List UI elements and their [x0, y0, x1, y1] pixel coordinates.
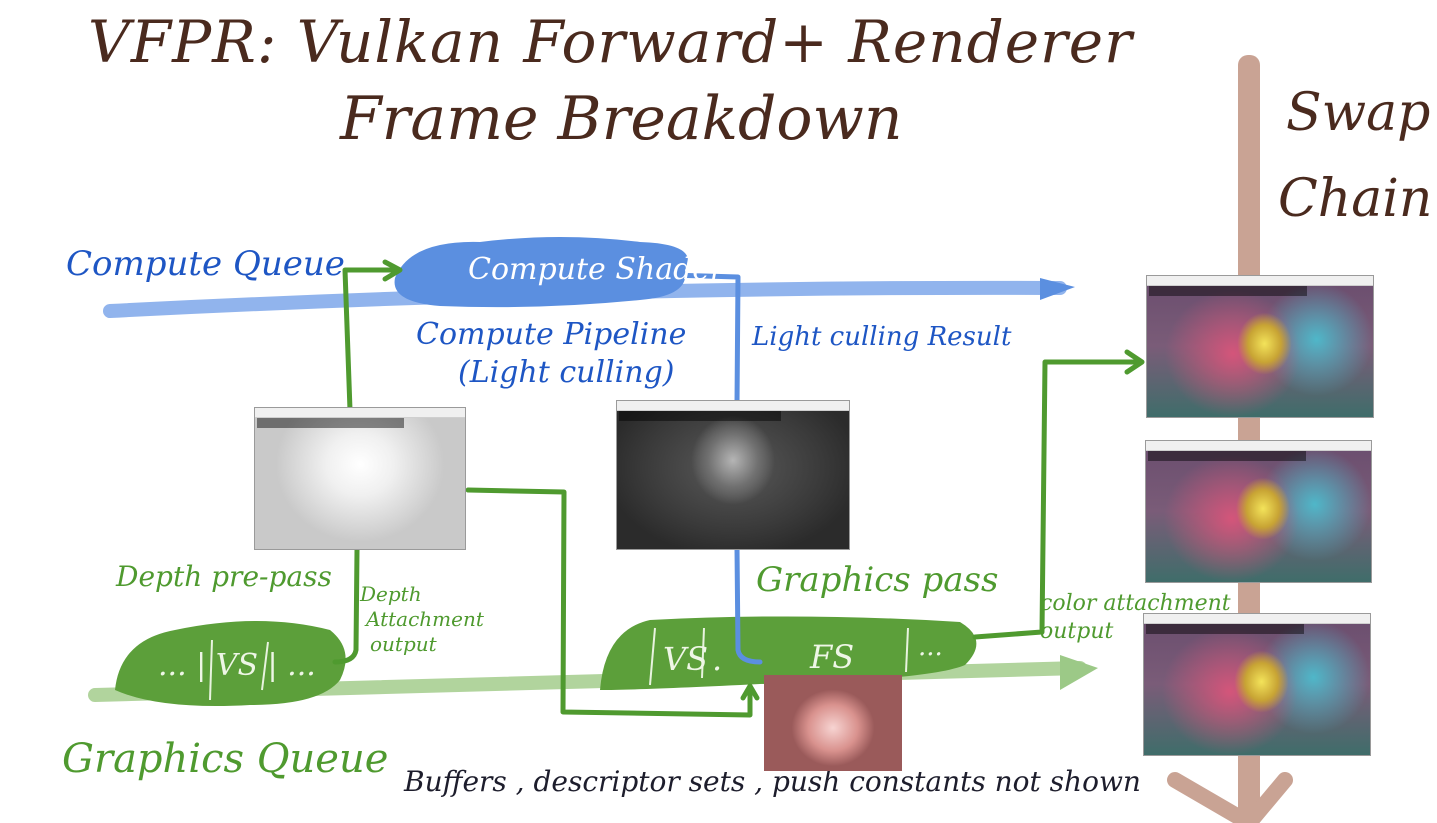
- light-culling-screenshot: [616, 400, 850, 550]
- swap-chain-label-line1: Swap: [1286, 83, 1431, 143]
- depth-attachment-output-label: Depth Attachment output: [360, 582, 484, 657]
- color-output-line2: output: [1040, 619, 1114, 644]
- swap-chain-label: Swap Chain: [1278, 70, 1432, 242]
- graphics-pass-label: Graphics pass: [756, 560, 999, 600]
- title-line-1: VFPR: Vulkan Forward+ Renderer: [88, 8, 1133, 76]
- compute-pipeline-label-line1: Compute Pipeline: [416, 317, 687, 352]
- stage-separators: [209, 627, 909, 701]
- color-attachment-output-label: color attachment output: [1040, 590, 1231, 646]
- compute-pipeline-label: Compute Pipeline (Light culling): [416, 316, 686, 392]
- color-output-line1: color attachment: [1040, 591, 1231, 616]
- depth-prepass-blob: [115, 621, 346, 706]
- depth-buffer-screenshot: [254, 407, 466, 550]
- window-titlebar: [1146, 441, 1371, 451]
- graphics-queue-label: Graphics Queue: [62, 736, 389, 782]
- compute-shader-label: Compute Shader: [468, 252, 725, 287]
- light-culling-flow-arrows: [667, 272, 763, 665]
- console-overlay: [1148, 451, 1306, 461]
- title-line-2: Frame Breakdown: [340, 84, 903, 154]
- graphics-pass-vs: VS: [663, 640, 709, 678]
- console-overlay: [257, 418, 404, 428]
- window-titlebar: [255, 408, 465, 418]
- compute-shader-blob: [394, 237, 688, 308]
- compute-pipeline-label-line2: (Light culling): [458, 355, 675, 390]
- compute-queue-label: Compute Queue: [66, 244, 345, 284]
- depth-prepass-stages: ... | VS | ...: [158, 648, 316, 683]
- window-titlebar: [1147, 276, 1373, 286]
- depth-prepass-label: Depth pre-pass: [116, 560, 332, 593]
- graphics-flow-arrows: [332, 259, 1145, 718]
- swap-chain-image-1: [1146, 275, 1374, 418]
- depth-output-line2: Attachment: [366, 607, 484, 631]
- graphics-pass-screenshot: [764, 675, 902, 771]
- graphics-pass-fs: FS: [810, 638, 855, 676]
- console-overlay: [619, 411, 782, 421]
- graphics-pass-dots-mid: .: [712, 640, 723, 678]
- console-overlay: [1146, 624, 1305, 634]
- window-titlebar: [1144, 614, 1370, 624]
- depth-output-line3: output: [370, 632, 437, 656]
- window-titlebar: [617, 401, 849, 411]
- swap-chain-image-2: [1145, 440, 1372, 583]
- depth-output-line1: Depth: [360, 582, 422, 606]
- swap-chain-image-3: [1143, 613, 1371, 756]
- swap-chain-label-line2: Chain: [1278, 169, 1433, 229]
- graphics-pass-blob: [600, 616, 977, 690]
- light-culling-result-label: Light culling Result: [752, 322, 1012, 352]
- graphics-pass-dots-end: ...: [918, 632, 943, 662]
- console-overlay: [1149, 286, 1308, 296]
